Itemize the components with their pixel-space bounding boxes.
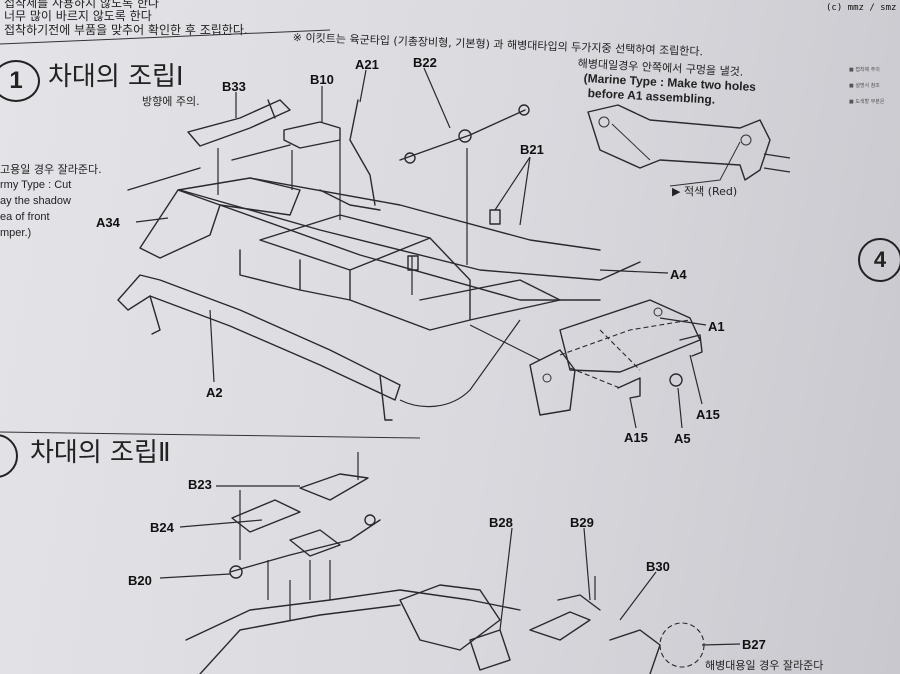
header-line-2: 너무 많이 바르지 않도록 한다 [4, 9, 152, 23]
step-1-title: 차대의 조립Ⅰ [48, 62, 184, 92]
label-a5: A5 [674, 431, 691, 446]
step-1-number: 1 [0, 60, 40, 102]
label-b20: B20 [128, 573, 152, 588]
chassis-frame-step1 [117, 67, 707, 429]
sidebar-bullet-3: ■ 도색할 부분은 [849, 99, 885, 105]
cut-note-3: ay the shadow [0, 195, 71, 207]
label-b21: B21 [520, 142, 544, 157]
header-divider [0, 29, 331, 45]
header-line-3: 접착하기전에 부품을 맞추어 확인한 후 조립한다. [4, 23, 248, 37]
marine-cut-note: 해병대용일 경우 잘라준다 [705, 659, 824, 672]
label-a2: A2 [206, 385, 223, 400]
label-b29: B29 [570, 515, 594, 530]
orientation-note: 방향에 주의. [142, 95, 200, 108]
label-a1: A1 [708, 319, 725, 334]
label-b23: B23 [188, 477, 212, 492]
label-a15-right: A15 [696, 407, 720, 422]
copyright-watermark: (c) mmz / smz [826, 3, 897, 13]
label-b27: B27 [742, 637, 766, 652]
header-line-1: 접착제를 사용하지 않도록 한다 [4, 0, 159, 10]
label-a21: A21 [355, 57, 379, 72]
label-b24: B24 [150, 520, 174, 535]
label-a15-left: A15 [624, 430, 648, 445]
label-b30: B30 [646, 559, 670, 574]
step-2-title: 차대의 조립Ⅱ [30, 438, 171, 468]
cut-note-2: rmy Type : Cut [0, 179, 72, 191]
cut-note-4: ea of front [0, 211, 50, 223]
sidebar-bullet-1: ■ 접착제 주의 [849, 67, 880, 73]
label-b10: B10 [310, 72, 334, 87]
cut-note-1: 고용일 경우 잘라준다. [0, 163, 102, 176]
step-divider [0, 431, 421, 439]
marine-type-inset [587, 104, 791, 187]
label-b22: B22 [413, 55, 437, 70]
label-b28: B28 [489, 515, 513, 530]
label-a34: A34 [96, 215, 120, 230]
sidebar-bullet-2: ■ 설명서 참조 [849, 83, 880, 89]
label-a4: A4 [670, 267, 687, 282]
label-b33: B33 [222, 79, 246, 94]
chassis-frame-step2 [159, 452, 741, 674]
cut-note-5: mper.) [0, 227, 32, 239]
red-note: ▶ 적색 (Red) [672, 185, 738, 198]
step-4-number: 4 [858, 238, 900, 282]
